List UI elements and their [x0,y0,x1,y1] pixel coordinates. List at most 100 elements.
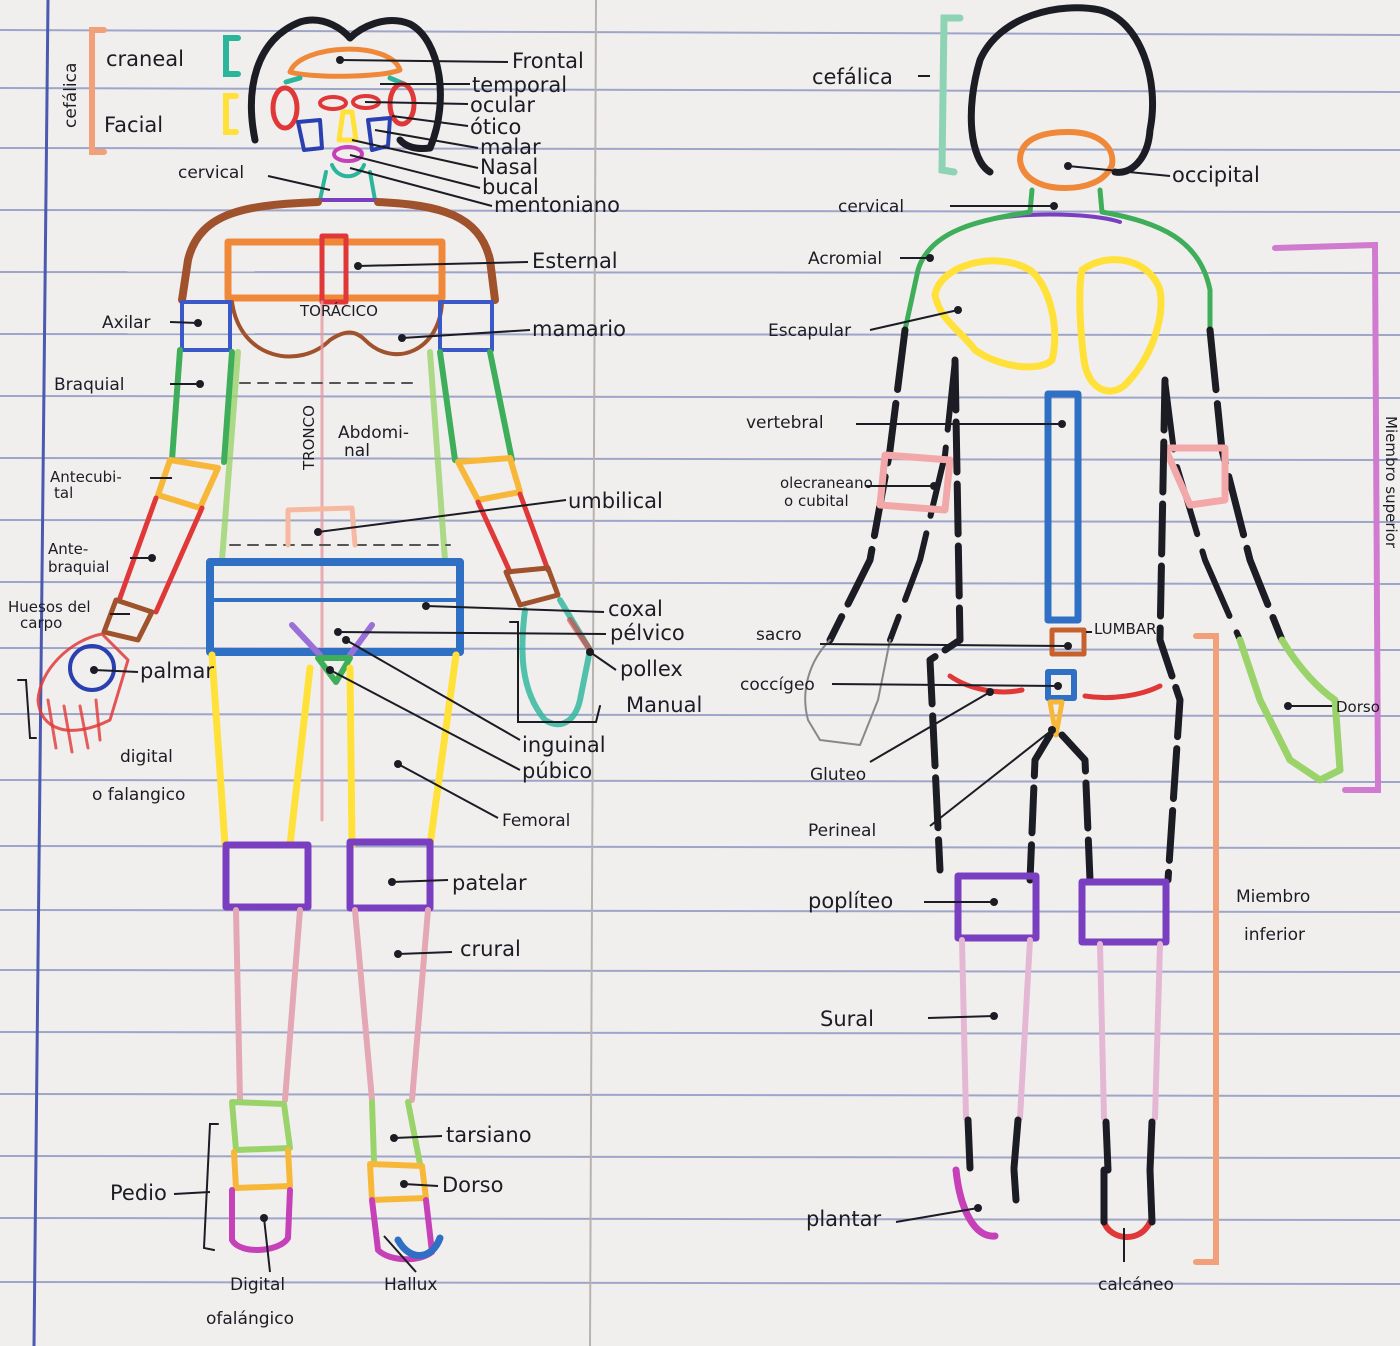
frontal-region [290,49,400,76]
label-sacro: sacro [756,625,802,645]
label-antecubital-2: tal [54,484,73,502]
label-palmar: palmar [140,659,214,683]
label-patelar: patelar [452,871,527,895]
back-inner-legs [1030,735,1090,880]
label-cervical-front: cervical [178,163,244,183]
label-coxal: coxal [608,597,663,621]
front-left-shoulder [182,202,318,300]
label-digital-foot: Digital [230,1275,285,1295]
olecraneano-right [1165,448,1225,505]
label-abdominal-1: Abdomi- [338,423,409,443]
pollex-region [570,620,590,650]
label-facial: Facial [104,113,163,137]
label-pollex: pollex [620,657,683,681]
label-mamario: mamario [532,317,626,341]
toracico-band [228,242,442,298]
label-antebraquial-2: braquial [48,558,109,576]
label-tronco: TRONCO [300,405,318,471]
antecubital-left [158,460,218,508]
right-hand [522,600,590,724]
label-ocular: ocular [470,93,535,117]
plantar-region [956,1170,995,1236]
patelar-right [350,842,430,908]
region-dots [90,56,1292,1222]
patelar-left [226,845,308,907]
axilar-left [182,302,230,350]
back-ankles [968,1120,1152,1170]
label-crural: crural [460,937,521,961]
back-right-arm-inner [1165,380,1240,640]
label-plantar: plantar [806,1207,881,1231]
label-sural: Sural [820,1007,874,1031]
label-cervical-back: cervical [838,197,904,217]
label-esternal: Esternal [532,249,618,273]
dorso-foot-right [370,1164,426,1200]
label-dorso-foot: Dorso [442,1173,503,1197]
popliteo-left [958,876,1036,938]
label-coccigeo: coccígeo [740,675,815,695]
tarsiano-left [232,1102,290,1150]
facial-bracket [226,96,236,132]
label-toracico: TORÁCICO [299,301,378,320]
label-antebraquial-1: Ante- [48,540,88,558]
label-manual: Manual [626,693,702,717]
label-braquial: Braquial [54,375,125,395]
label-o-falangico-foot: ofalángico [206,1309,294,1329]
label-hallux: Hallux [384,1275,437,1295]
tarsiano-right [372,1102,420,1164]
label-pubico: púbico [522,759,592,783]
gluteo-right [1085,686,1160,698]
label-tarsiano: tarsiano [446,1123,532,1147]
back-left-side [930,360,960,870]
label-olecraneano-2: o cubital [784,492,849,510]
left-eye-ocular [320,97,346,109]
escapular-right [1080,260,1161,391]
label-miembro-superior: Miembro superior [1382,416,1400,549]
antebraquial-left [120,498,202,612]
label-miembro-inferior-2: inferior [1244,925,1305,945]
crural-left [236,910,300,1100]
dorso-hand-region [1240,640,1340,780]
femoral-left [212,655,310,845]
label-cefalica-right: cefálica [812,65,893,89]
femoral-right [350,655,456,845]
hand-bracket [18,680,36,738]
axilar-right [440,302,492,350]
nasal-region [339,112,356,140]
label-vertebral: vertebral [746,413,824,433]
carpo-right [506,568,558,605]
label-craneal: craneal [106,47,184,71]
braquial-left [172,350,232,462]
front-right-shoulder [378,202,495,300]
antecubital-right [458,458,520,500]
label-pedio: Pedio [110,1181,167,1205]
label-o-falangico-hand: o falangico [92,785,185,805]
label-umbilical: umbilical [568,489,663,513]
label-popliteo: poplíteo [808,889,893,913]
occipital-region [1020,132,1112,188]
pedio-bracket [204,1124,218,1250]
cefalica-bracket [92,30,104,152]
esternal-region [322,236,346,302]
left-ear-otico [273,88,297,128]
label-calcaneo: calcáneo [1098,1275,1174,1295]
label-occipital: occipital [1172,163,1260,187]
label-huesos-carpo-2: carpo [20,614,62,632]
label-olecraneano-1: olecraneano [780,474,873,492]
label-dorso-hand: Dorso [1336,698,1380,716]
carpo-left [104,600,152,640]
label-acromial: Acromial [808,249,882,269]
back-body-figure [805,8,1340,1237]
label-lumbar: LUMBAR [1094,620,1157,638]
back-neck [1030,190,1102,212]
label-escapular: Escapular [768,321,851,341]
braquial-right [440,352,512,460]
back-right-foot [1104,1170,1152,1222]
escapular-left [935,261,1055,367]
label-miembro-inferior-1: Miembro [1236,887,1310,907]
back-right-shoulder [1102,212,1210,330]
vertebral-column [1048,394,1078,620]
antebraquial-right [478,494,548,572]
sural-region [962,940,1160,1118]
